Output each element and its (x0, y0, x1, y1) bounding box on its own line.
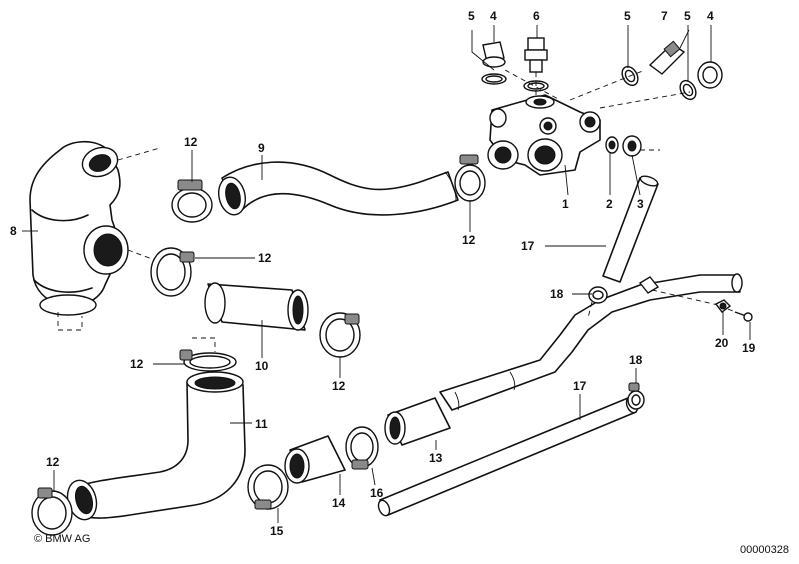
callout-12-right-of-clamp: 12 (462, 233, 476, 247)
callout-15: 15 (270, 524, 284, 538)
hose-clamp-part-18-lower (627, 382, 645, 410)
hose-clamp-lower-top (179, 337, 237, 372)
callout-12-lower-right: 12 (332, 379, 346, 393)
callout-19: 19 (742, 341, 756, 355)
hose-clamp-bottom-left (31, 487, 73, 536)
hose-part-14 (284, 435, 346, 484)
hose-part-10 (204, 282, 309, 331)
hose-clamp-part-16 (345, 426, 379, 470)
callout-14: 14 (332, 496, 346, 510)
callout-4-right: 4 (707, 9, 714, 23)
plug-part-4-right (697, 61, 723, 89)
hose-clamp-part-18-upper (587, 286, 608, 319)
callout-12-bottom: 12 (46, 455, 60, 469)
hose-clamp-middle-right (319, 312, 361, 358)
callout-5-left: 5 (468, 9, 475, 23)
callout-7: 7 (661, 9, 668, 23)
water-outlet-housing-part (487, 94, 601, 176)
callout-10: 10 (255, 359, 269, 373)
hose-part-11 (66, 371, 246, 521)
hose-clamp-middle-left (150, 247, 195, 297)
copyright-text: © BMW AG (34, 533, 90, 545)
callout-20: 20 (715, 336, 729, 350)
callout-2: 2 (606, 197, 613, 211)
hose-part-13 (384, 397, 451, 446)
hose-clamp-upper-left (171, 179, 213, 223)
callout-5-right: 5 (684, 9, 691, 23)
thermostat-housing-part (29, 140, 161, 331)
water-pipe (439, 273, 743, 411)
callout-17-lower: 17 (573, 379, 587, 393)
callout-8: 8 (10, 224, 17, 238)
callout-12-lower-left: 12 (130, 357, 144, 371)
bolt-part-19 (727, 308, 753, 322)
leader-lines (22, 25, 751, 523)
temperature-switch-part-7 (648, 40, 686, 75)
callout-11: 11 (255, 417, 268, 431)
hose-part-9 (217, 161, 459, 216)
callout-13: 13 (429, 451, 443, 465)
diagram-number: 00000328 (740, 544, 789, 556)
callout-17-upper: 17 (521, 239, 535, 253)
callout-9: 9 (258, 141, 265, 155)
hose-clamp-part-15 (247, 464, 289, 510)
sealing-ring-5-left (481, 73, 507, 85)
hose-part-17-upper (602, 175, 659, 283)
callout-16: 16 (370, 486, 384, 500)
plug-part-4-left (482, 41, 506, 68)
callout-labels: 1 2 3 4 4 5 5 5 6 7 8 9 10 11 12 12 12 1… (10, 9, 756, 538)
callout-12-top: 12 (184, 135, 198, 149)
callout-6: 6 (533, 9, 540, 23)
callout-4-left: 4 (490, 9, 497, 23)
cap-part-3 (622, 135, 660, 157)
hose-clamp-upper-right (454, 154, 486, 202)
callout-5-middle: 5 (624, 9, 631, 23)
adapter-part-2 (605, 136, 619, 154)
callout-18-lower: 18 (629, 353, 643, 367)
callout-3: 3 (637, 197, 644, 211)
callout-18-upper: 18 (550, 287, 564, 301)
callout-1: 1 (562, 197, 569, 211)
callout-12-middle: 12 (258, 251, 272, 265)
nut-part-20 (714, 299, 732, 313)
